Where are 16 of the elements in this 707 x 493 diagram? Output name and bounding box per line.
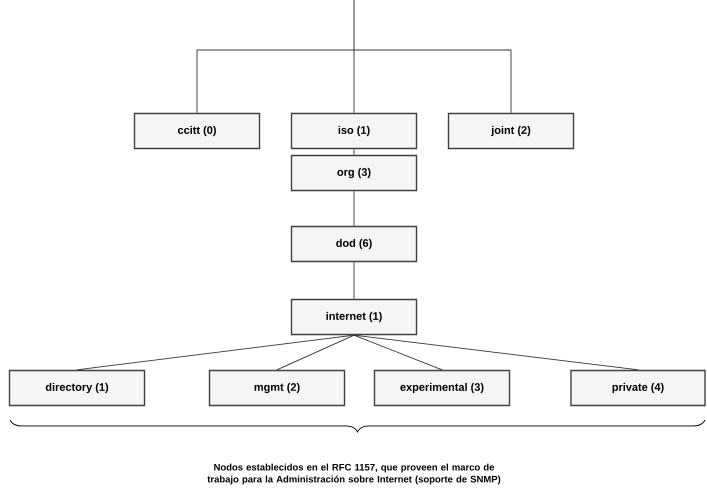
connector-line <box>76 334 354 370</box>
tree-node-box: experimental (3) <box>374 370 510 406</box>
tree-node-box: private (4) <box>570 370 706 406</box>
connector-line <box>276 334 354 370</box>
connector-line <box>354 0 512 114</box>
connector-line <box>354 334 638 370</box>
tree-node-box: joint (2) <box>448 112 574 150</box>
tree-node-box: directory (1) <box>8 370 146 406</box>
caption: Nodos establecidos en el RFC 1157, que proveen el marco de trabajo para la Administración sobre Internet (soporte de SNMP) <box>207 464 500 484</box>
tree-node-box: mgmt (2) <box>208 370 346 406</box>
tree-node-box: org (3) <box>290 154 418 192</box>
tree-node-box: internet (1) <box>290 298 418 336</box>
connector-line <box>354 334 442 370</box>
tree-node-box: dod (6) <box>290 226 418 262</box>
tree-node-box: iso (1) <box>290 112 418 150</box>
tree-node-box: ccitt (0) <box>134 112 260 150</box>
